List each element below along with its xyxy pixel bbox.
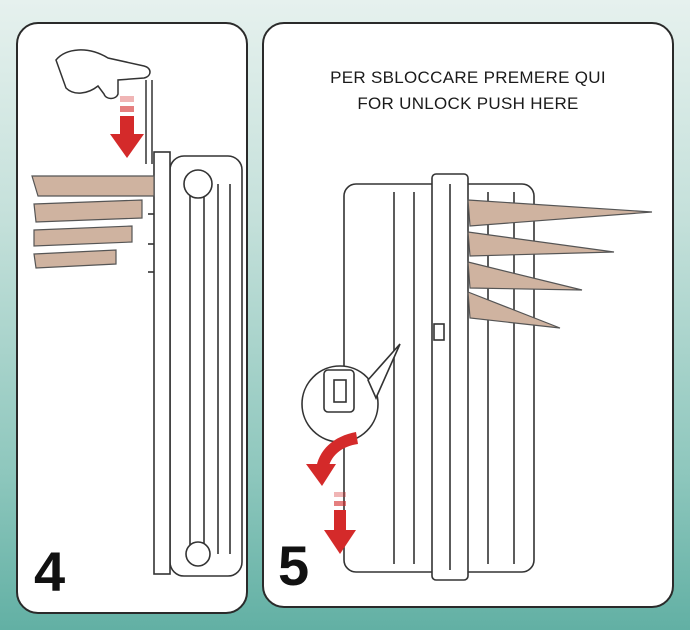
step-5-illustration: [301, 173, 653, 581]
folded-arms-icon: [31, 175, 155, 269]
extended-arms-icon: [467, 199, 653, 329]
down-arrow-icon: [110, 96, 144, 158]
step-4-illustration: [31, 49, 243, 577]
down-arrow-icon: [324, 492, 356, 554]
radiator-icon: [169, 155, 243, 577]
step-4-panel: 4: [16, 22, 248, 614]
magnifier-icon: [301, 343, 401, 443]
instruction-english: FOR UNLOCK PUSH HERE: [357, 94, 579, 113]
hand-icon: [55, 49, 153, 164]
step-number-5: 5: [278, 534, 310, 597]
curved-arrow-icon: [306, 432, 358, 486]
instruction-italian: PER SBLOCCARE PREMERE QUI: [330, 68, 606, 87]
step-number-4: 4: [34, 540, 66, 603]
step-5-panel: PER SBLOCCARE PREMERE QUI FOR UNLOCK PUS…: [262, 22, 674, 608]
rail-icon: [431, 173, 469, 581]
rail-icon: [148, 151, 171, 575]
